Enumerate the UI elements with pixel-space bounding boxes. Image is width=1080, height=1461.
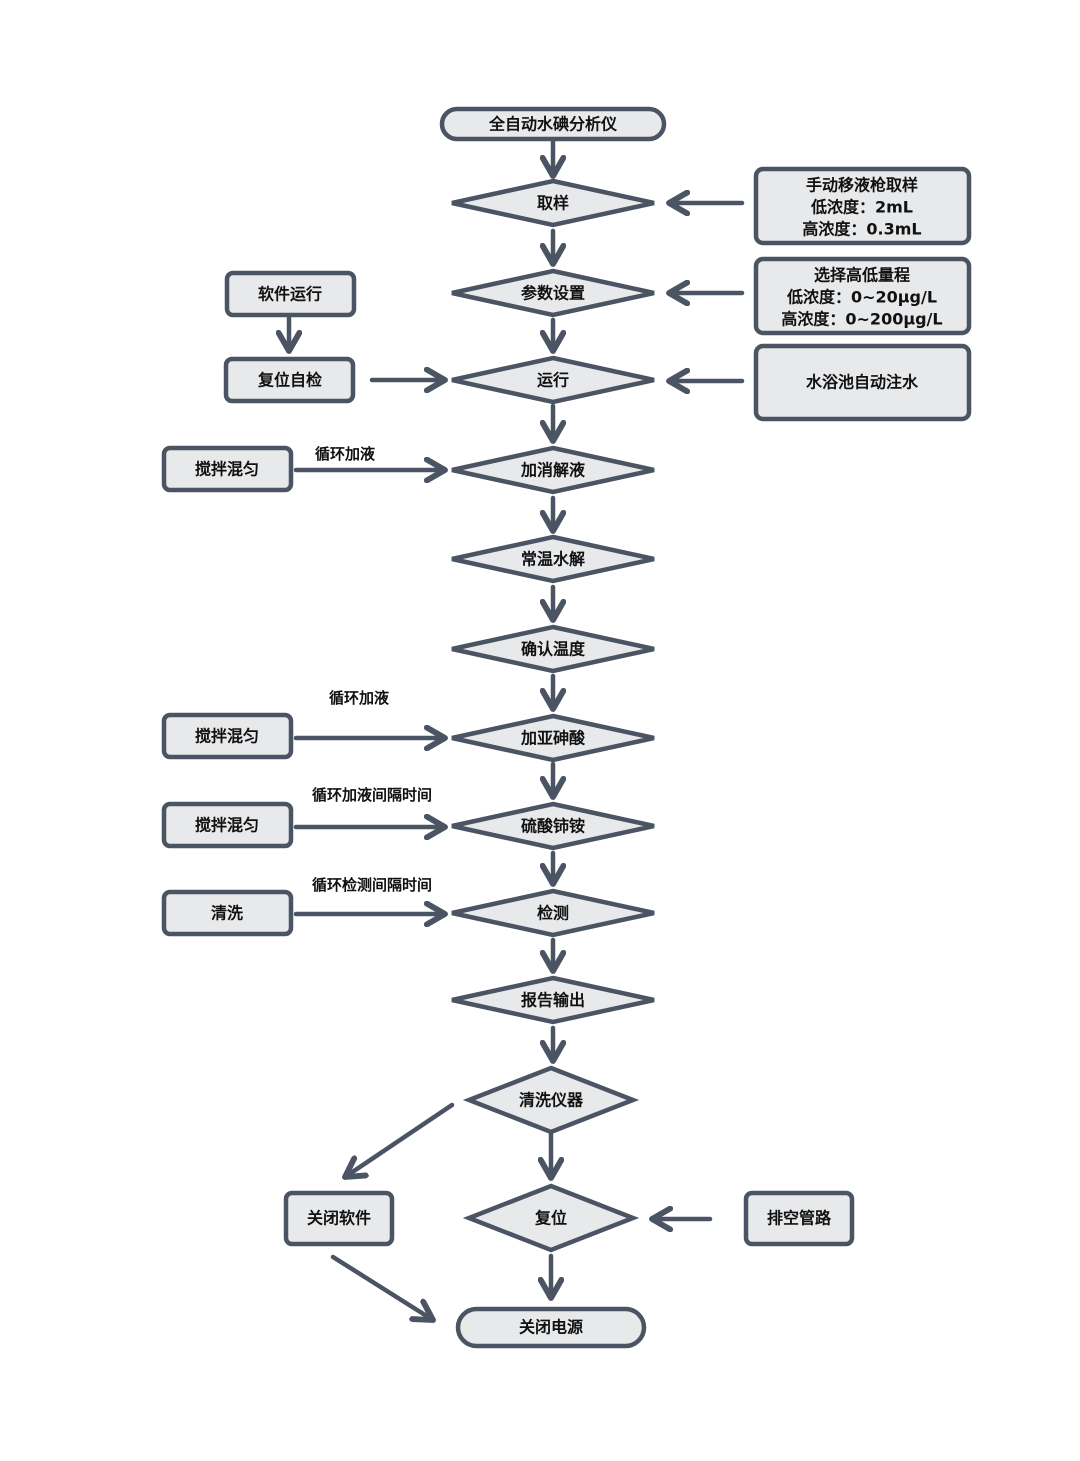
box-stir-mix-2: 搅拌混匀 <box>161 712 294 760</box>
box-drain-pipes: 排空管路 <box>743 1190 855 1247</box>
power-off-label: 关闭电源 <box>519 1318 583 1337</box>
box-stir2-label: 搅拌混匀 <box>195 727 259 746</box>
step-clean-instrument: 清洗仪器 <box>462 1065 640 1135</box>
decision-shape <box>451 888 655 938</box>
terminal-title: 全自动水碘分析仪 <box>439 106 667 142</box>
process-box <box>753 343 972 422</box>
note-cycle-add-2: 循环加液 <box>329 689 390 707</box>
box-water-bath-label: 水浴池自动注水 <box>806 373 919 392</box>
box-stir3-label: 搅拌混匀 <box>195 816 259 835</box>
box-drain-label: 排空管路 <box>767 1209 832 1228</box>
box-range-line-2: 低浓度：0~20μg/L <box>786 288 937 307</box>
step-run: 运行 <box>451 355 655 405</box>
step-report-output: 报告输出 <box>451 975 655 1025</box>
decision-shape <box>451 801 655 851</box>
step-run-label: 运行 <box>537 371 569 390</box>
step-clean-label: 清洗仪器 <box>519 1091 584 1110</box>
step-report-label: 报告输出 <box>521 991 585 1010</box>
step-param-setting: 参数设置 <box>451 268 655 318</box>
process-box <box>223 356 356 404</box>
box-software-run: 软件运行 <box>224 270 357 318</box>
decision-shape <box>451 178 655 228</box>
decision-shape <box>451 975 655 1025</box>
step-sampling: 取样 <box>451 178 655 228</box>
terminal-shape <box>439 106 667 142</box>
arrow-close-software-to-power <box>330 1254 433 1320</box>
box-close-software-label: 关闭软件 <box>307 1209 371 1228</box>
process-box <box>283 1190 395 1247</box>
decision-shape <box>451 268 655 318</box>
box-stir1-label: 搅拌混匀 <box>195 460 259 479</box>
terminal-shape <box>455 1306 647 1349</box>
step-confirm-temp-label: 确认温度 <box>521 640 586 659</box>
step-cerium-sulfate: 硫酸铈铵 <box>451 801 655 851</box>
box-range-line-3: 高浓度：0~200μg/L <box>781 310 942 329</box>
decision-shape <box>462 1065 640 1135</box>
box-range-select: 选择高低量程 低浓度：0~20μg/L 高浓度：0~200μg/L <box>753 256 972 336</box>
step-sampling-label: 取样 <box>537 194 569 213</box>
process-box <box>161 712 294 760</box>
decision-shape <box>451 534 655 584</box>
decision-shape <box>451 445 655 495</box>
step-reset-label: 复位 <box>534 1209 567 1228</box>
box-manual-line-2: 低浓度：2mL <box>810 198 913 217</box>
box-manual-sampling: 手动移液枪取样 低浓度：2mL 高浓度：0.3mL <box>753 166 972 246</box>
arrow-clean-to-close-software <box>345 1102 455 1177</box>
step-param-setting-label: 参数设置 <box>521 284 585 303</box>
note-cycle-add-1: 循环加液 <box>315 445 376 463</box>
step-confirm-temp: 确认温度 <box>451 624 655 674</box>
process-box <box>161 801 294 849</box>
process-box <box>161 889 294 937</box>
box-stir-mix-3: 搅拌混匀 <box>161 801 294 849</box>
process-box <box>743 1190 855 1247</box>
step-add-digestion-label: 加消解液 <box>520 461 586 480</box>
decision-shape <box>451 713 655 763</box>
box-stir-mix-1: 搅拌混匀 <box>161 445 294 493</box>
step-reset: 复位 <box>462 1183 640 1253</box>
box-reset-selfcheck: 复位自检 <box>223 356 356 404</box>
step-add-digestion: 加消解液 <box>451 445 655 495</box>
step-detect-label: 检测 <box>537 904 569 923</box>
process-box <box>161 445 294 493</box>
box-software-run-label: 软件运行 <box>258 285 322 304</box>
step-add-arsenite-label: 加亚砷酸 <box>520 729 586 748</box>
step-add-arsenite: 加亚砷酸 <box>451 713 655 763</box>
note-cycle-detect-interval: 循环检测间隔时间 <box>312 876 432 894</box>
step-hydrolysis-label: 常温水解 <box>521 550 585 569</box>
step-room-temp-hydrolysis: 常温水解 <box>451 534 655 584</box>
decision-shape <box>451 624 655 674</box>
step-cerium-label: 硫酸铈铵 <box>521 817 585 836</box>
decision-shape <box>462 1183 640 1253</box>
box-manual-line-1: 手动移液枪取样 <box>806 176 918 195</box>
box-selfcheck-label: 复位自检 <box>257 371 322 390</box>
process-box <box>753 166 972 246</box>
title-label: 全自动水碘分析仪 <box>488 115 618 134</box>
note-cycle-add-interval: 循环加液间隔时间 <box>312 786 432 804</box>
decision-shape <box>451 355 655 405</box>
box-close-software: 关闭软件 <box>283 1190 395 1247</box>
box-range-line-1: 选择高低量程 <box>814 266 910 285</box>
connectors <box>289 138 745 1320</box>
process-box <box>753 256 972 336</box>
box-water-bath: 水浴池自动注水 <box>753 343 972 422</box>
box-wash-label: 清洗 <box>211 904 243 923</box>
box-manual-line-3: 高浓度：0.3mL <box>802 220 921 239</box>
box-wash: 清洗 <box>161 889 294 937</box>
step-detect: 检测 <box>451 888 655 938</box>
process-box <box>224 270 357 318</box>
terminal-power-off: 关闭电源 <box>455 1306 647 1349</box>
